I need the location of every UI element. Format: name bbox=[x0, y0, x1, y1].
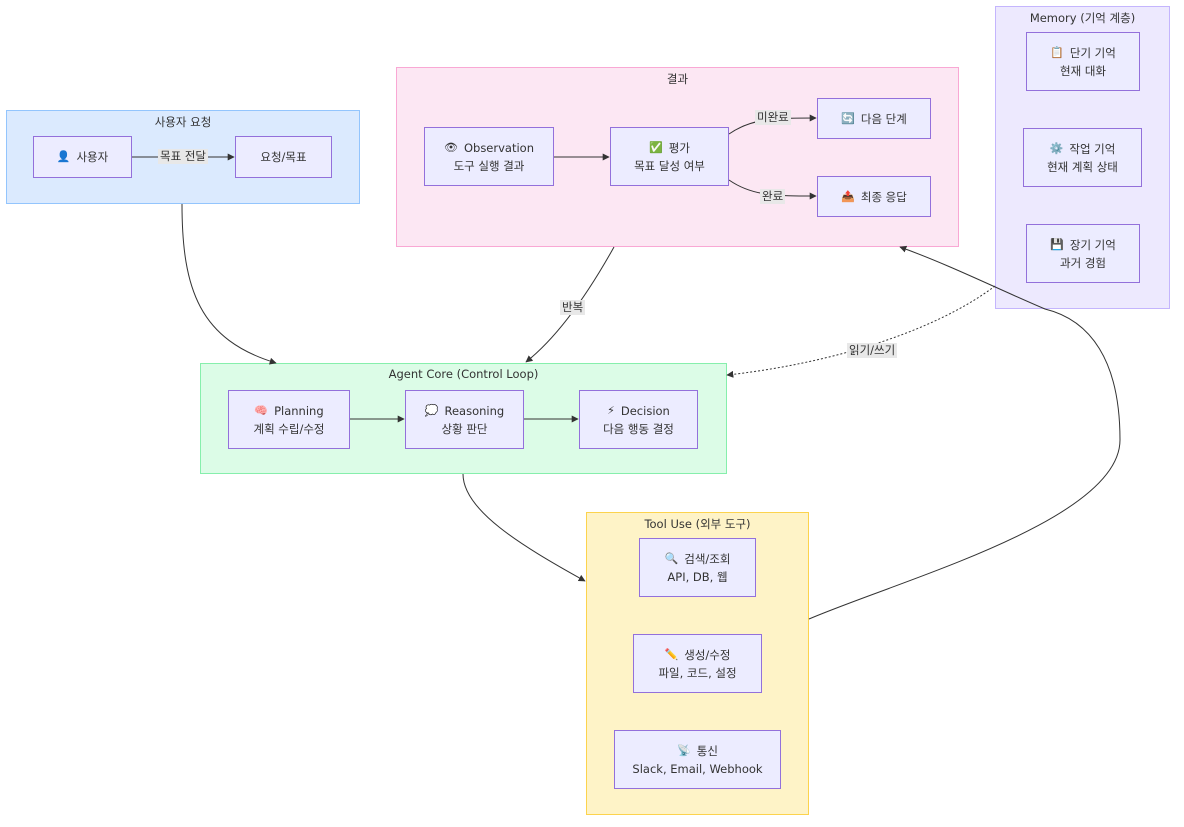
cluster-title: 사용자 요청 bbox=[154, 115, 212, 129]
clipboard-icon: 📋 bbox=[1050, 45, 1064, 59]
cluster-title: 결과 bbox=[666, 72, 689, 86]
cluster-title: Memory (기억 계층) bbox=[1029, 11, 1136, 25]
node-search[interactable]: 🔍 검색/조회 API, DB, 웹 bbox=[639, 538, 756, 597]
node-work-memory[interactable]: ⚙️ 작업 기억 현재 계획 상태 bbox=[1023, 128, 1142, 187]
node-decision[interactable]: ⚡ Decision 다음 행동 결정 bbox=[579, 390, 698, 449]
node-reasoning[interactable]: 💭 Reasoning 상황 판단 bbox=[405, 390, 524, 449]
node-request[interactable]: 요청/목표 bbox=[235, 136, 332, 178]
edge-label-readwrite: 읽기/쓰기 bbox=[847, 343, 898, 358]
edge-tool-result bbox=[808, 245, 1121, 620]
node-title: 평가 bbox=[668, 140, 690, 155]
node-title: 사용자 bbox=[76, 150, 109, 164]
node-subtitle: 파일, 코드, 설정 bbox=[658, 665, 737, 680]
node-title: 단기 기억 bbox=[1069, 45, 1116, 60]
node-communication[interactable]: 📡 통신 Slack, Email, Webhook bbox=[614, 730, 781, 789]
pencil-icon: ✏️ bbox=[664, 647, 679, 661]
node-planning[interactable]: 🧠 Planning 계획 수립/수정 bbox=[228, 390, 350, 449]
node-evaluate[interactable]: ✅ 평가 목표 달성 여부 bbox=[610, 127, 729, 186]
node-next-step[interactable]: 🔄 다음 단계 bbox=[817, 98, 931, 139]
check-icon: ✅ bbox=[649, 140, 663, 154]
satellite-icon: 📡 bbox=[677, 743, 691, 757]
node-subtitle: 과거 경험 bbox=[1060, 255, 1106, 270]
edge-label-repeat: 반복 bbox=[560, 300, 586, 315]
node-subtitle: 현재 대화 bbox=[1060, 63, 1106, 78]
node-title: 통신 bbox=[696, 743, 718, 758]
edge-agent-tool bbox=[462, 473, 586, 582]
edge-label-incomplete: 미완료 bbox=[755, 110, 791, 125]
thought-bubble-icon: 💭 bbox=[424, 403, 439, 417]
gear-icon: ⚙️ bbox=[1049, 141, 1064, 155]
node-subtitle: 상황 판단 bbox=[441, 421, 488, 436]
edge-label-complete: 완료 bbox=[760, 189, 786, 204]
node-title: 최종 응답 bbox=[860, 189, 907, 204]
node-generate[interactable]: ✏️ 생성/수정 파일, 코드, 설정 bbox=[633, 634, 762, 693]
edge-label-goal: 목표 전달 bbox=[158, 149, 208, 164]
cluster-title: Tool Use (외부 도구) bbox=[644, 517, 751, 531]
node-long-memory[interactable]: 💾 장기 기억 과거 경험 bbox=[1026, 224, 1140, 283]
node-title: 다음 단계 bbox=[860, 111, 907, 126]
node-subtitle: 도구 실행 결과 bbox=[453, 158, 525, 173]
node-title: 작업 기억 bbox=[1069, 141, 1116, 156]
node-subtitle: 목표 달성 여부 bbox=[634, 158, 705, 173]
floppy-disk-icon: 💾 bbox=[1050, 237, 1064, 251]
node-title: Reasoning bbox=[444, 403, 505, 418]
node-title: Planning bbox=[274, 403, 324, 418]
node-title: 요청/목표 bbox=[260, 150, 307, 164]
node-subtitle: 현재 계획 상태 bbox=[1047, 159, 1118, 174]
node-title: 장기 기억 bbox=[1069, 237, 1116, 252]
lightning-icon: ⚡ bbox=[607, 403, 615, 417]
edge-memory-agent bbox=[726, 285, 996, 378]
user-icon: 👤 bbox=[56, 150, 71, 163]
node-title: Observation bbox=[463, 140, 534, 155]
node-subtitle: 계획 수립/수정 bbox=[253, 421, 325, 436]
search-icon: 🔍 bbox=[664, 551, 679, 565]
edge-user-agent bbox=[181, 203, 277, 365]
node-short-memory[interactable]: 📋 단기 기억 현재 대화 bbox=[1026, 32, 1140, 91]
node-subtitle: API, DB, 웹 bbox=[667, 569, 728, 584]
outbox-icon: 📤 bbox=[841, 189, 855, 203]
cluster-title: Agent Core (Control Loop) bbox=[388, 367, 539, 381]
node-title: 검색/조회 bbox=[684, 551, 731, 566]
node-observation[interactable]: 👁 Observation 도구 실행 결과 bbox=[424, 127, 554, 186]
node-subtitle: 다음 행동 결정 bbox=[603, 421, 674, 436]
node-user[interactable]: 👤 사용자 bbox=[33, 136, 132, 178]
refresh-icon: 🔄 bbox=[841, 111, 855, 125]
eye-icon: 👁 bbox=[444, 140, 458, 154]
node-title: Decision bbox=[620, 403, 670, 418]
node-title: 생성/수정 bbox=[684, 647, 731, 662]
brain-icon: 🧠 bbox=[254, 403, 269, 417]
node-final-response[interactable]: 📤 최종 응답 bbox=[817, 176, 931, 217]
node-subtitle: Slack, Email, Webhook bbox=[632, 761, 763, 776]
